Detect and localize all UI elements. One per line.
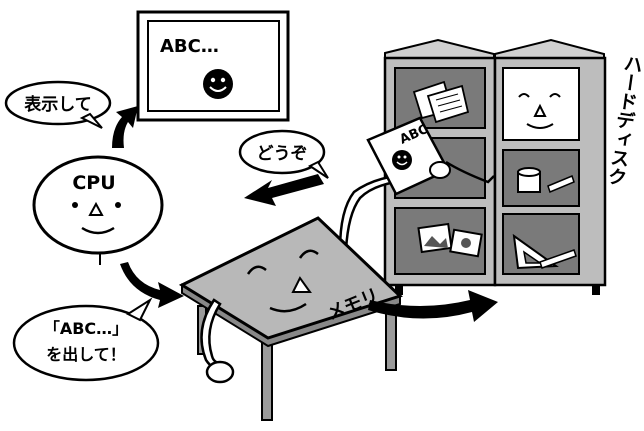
bubble-display-text: 表示して (24, 94, 92, 115)
arrow-to-disk-icon (368, 290, 498, 322)
arrow-from-disk-icon (244, 174, 324, 206)
monitor: ABC… (136, 10, 290, 122)
monitor-screen-text: ABC… (160, 36, 219, 57)
hard-disk-label: ハードディスク (604, 53, 644, 188)
speech-bubble-request: 「ABC…」 を出して！ (12, 297, 160, 382)
smiley-icon (203, 69, 233, 99)
cpu-character: CPU (32, 155, 164, 265)
document-smiley-icon (392, 150, 412, 170)
memory-table: メモリ (178, 216, 403, 421)
bubble-douzo-text: どうぞ (257, 144, 308, 164)
speech-bubble-display: 表示して (4, 80, 112, 129)
arrow-to-monitor-icon (112, 106, 138, 148)
cpu-label: CPU (72, 172, 115, 194)
bubble-request-line2: を出して！ (46, 345, 126, 364)
bubble-request-line1: 「ABC…」 (44, 319, 128, 338)
hand-with-document: ABC (338, 116, 495, 252)
arrow-to-memory-icon (120, 262, 184, 308)
speech-bubble-douzo: どうぞ (238, 129, 329, 179)
hard-disk-shelf: ハードディスク (383, 38, 644, 295)
